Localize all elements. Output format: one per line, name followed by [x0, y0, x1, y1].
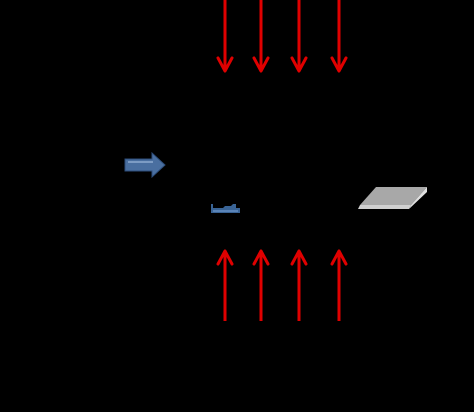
arrow-down-icon: [216, 0, 234, 73]
arrow-head: [252, 249, 270, 266]
arrow-up-icon: [216, 249, 234, 321]
arrow-up-icon: [330, 249, 348, 321]
arrow-head: [290, 56, 308, 73]
arrow-head: [290, 249, 308, 266]
arrow-head: [330, 56, 348, 73]
arrow-head: [216, 56, 234, 73]
bottom-beam-arrows: [216, 249, 348, 321]
sample-object-icon: [211, 204, 240, 213]
arrow-head: [330, 249, 348, 266]
arrow-down-icon: [252, 0, 270, 73]
top-beam-arrows: [216, 0, 348, 73]
plate-icon: [358, 187, 427, 209]
arrow-down-icon: [330, 0, 348, 73]
arrow-down-icon: [290, 0, 308, 73]
arrow-head: [252, 56, 270, 73]
block-arrow-right-icon: [124, 151, 166, 179]
arrow-up-icon: [290, 249, 308, 321]
arrow-head: [216, 249, 234, 266]
arrow-up-icon: [252, 249, 270, 321]
